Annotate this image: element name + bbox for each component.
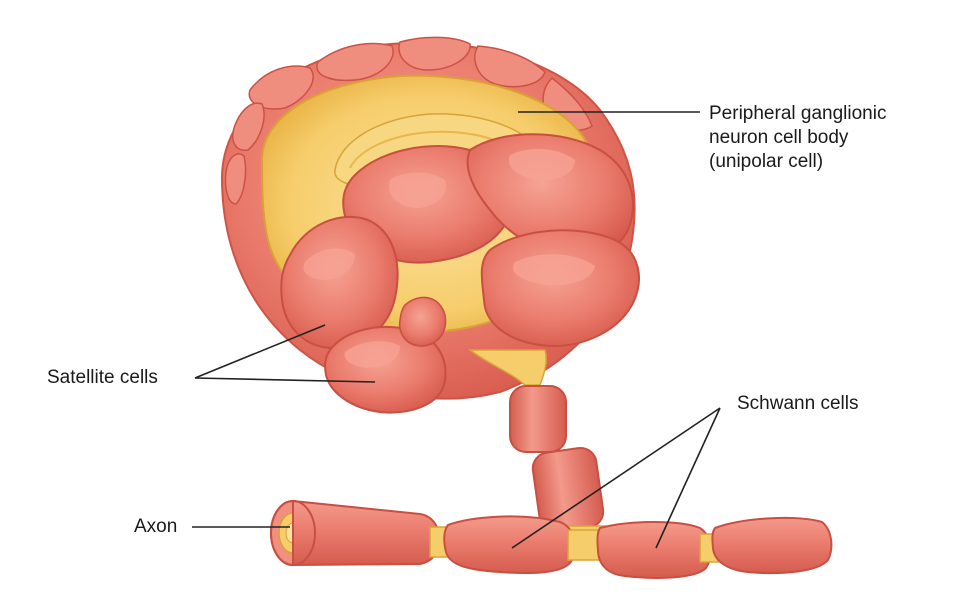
satellite-cell-left (280, 215, 399, 350)
schwann-cell-4 (711, 516, 833, 575)
label-neuron-line-2: neuron cell body (709, 127, 849, 148)
front-satellite-cells (280, 133, 640, 414)
label-neuron-line-1: Peripheral ganglionic (709, 103, 887, 124)
axon-horizontal (270, 499, 833, 579)
schwann-cell-3 (596, 521, 712, 579)
label-neuron-line-3: (unipolar cell) (709, 151, 824, 172)
label-schwann-cells: Schwann cells (737, 393, 859, 414)
label-axon: Axon (134, 516, 178, 537)
satellite-cell-right (480, 229, 640, 347)
satellite-cell-middle (398, 296, 447, 347)
leader-schwann-1 (511, 407, 721, 549)
leader-satellite-1 (194, 324, 326, 379)
schwann-cell-2 (443, 515, 576, 575)
label-satellite-cells: Satellite cells (47, 367, 158, 388)
leader-lines (192, 111, 721, 549)
leader-schwann-2 (655, 407, 721, 549)
leader-satellite-2 (194, 377, 376, 383)
schwann-cell-vertical-1 (509, 385, 567, 453)
label-neuron-cell-body: Peripheral ganglionic neuron cell body (… (709, 102, 886, 174)
